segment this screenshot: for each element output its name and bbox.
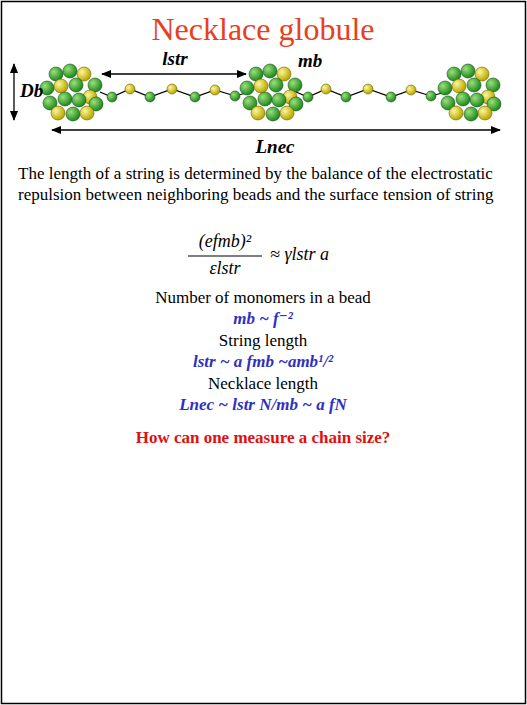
dimension-label: Lnec xyxy=(255,136,294,159)
string xyxy=(100,84,250,102)
title: Necklace globule xyxy=(152,10,375,48)
note-text: Necklace length xyxy=(208,374,318,394)
bead xyxy=(40,64,103,121)
formula-numerator: (efmb)² xyxy=(199,231,251,253)
note-text: Number of monomers in a bead xyxy=(155,288,371,308)
formula-denominator: εlstr xyxy=(209,258,240,280)
dimension-arrow xyxy=(102,73,246,74)
fraction-bar xyxy=(188,255,262,256)
dimension-arrow xyxy=(13,64,14,120)
scaling-law: lstr ~ a fmb ~amb¹/² xyxy=(193,352,333,372)
formula-rhs: ≈ γlstr a xyxy=(270,244,329,266)
string xyxy=(296,84,446,102)
note-text: String length xyxy=(219,331,307,351)
bead xyxy=(438,64,501,121)
dimension-label: Db xyxy=(20,80,43,103)
scaling-law: mb ~ f⁻² xyxy=(233,309,293,329)
dimension-label: mb xyxy=(298,50,322,73)
dimension-label: lstr xyxy=(162,48,187,71)
question-text: How can one measure a chain size? xyxy=(136,428,391,448)
scaling-law: Lnec ~ lstr N/mb ~ a fN xyxy=(179,395,347,415)
body-text: The length of a string is determined by … xyxy=(18,163,513,206)
dimension-arrow xyxy=(52,129,500,130)
bead xyxy=(240,64,303,121)
